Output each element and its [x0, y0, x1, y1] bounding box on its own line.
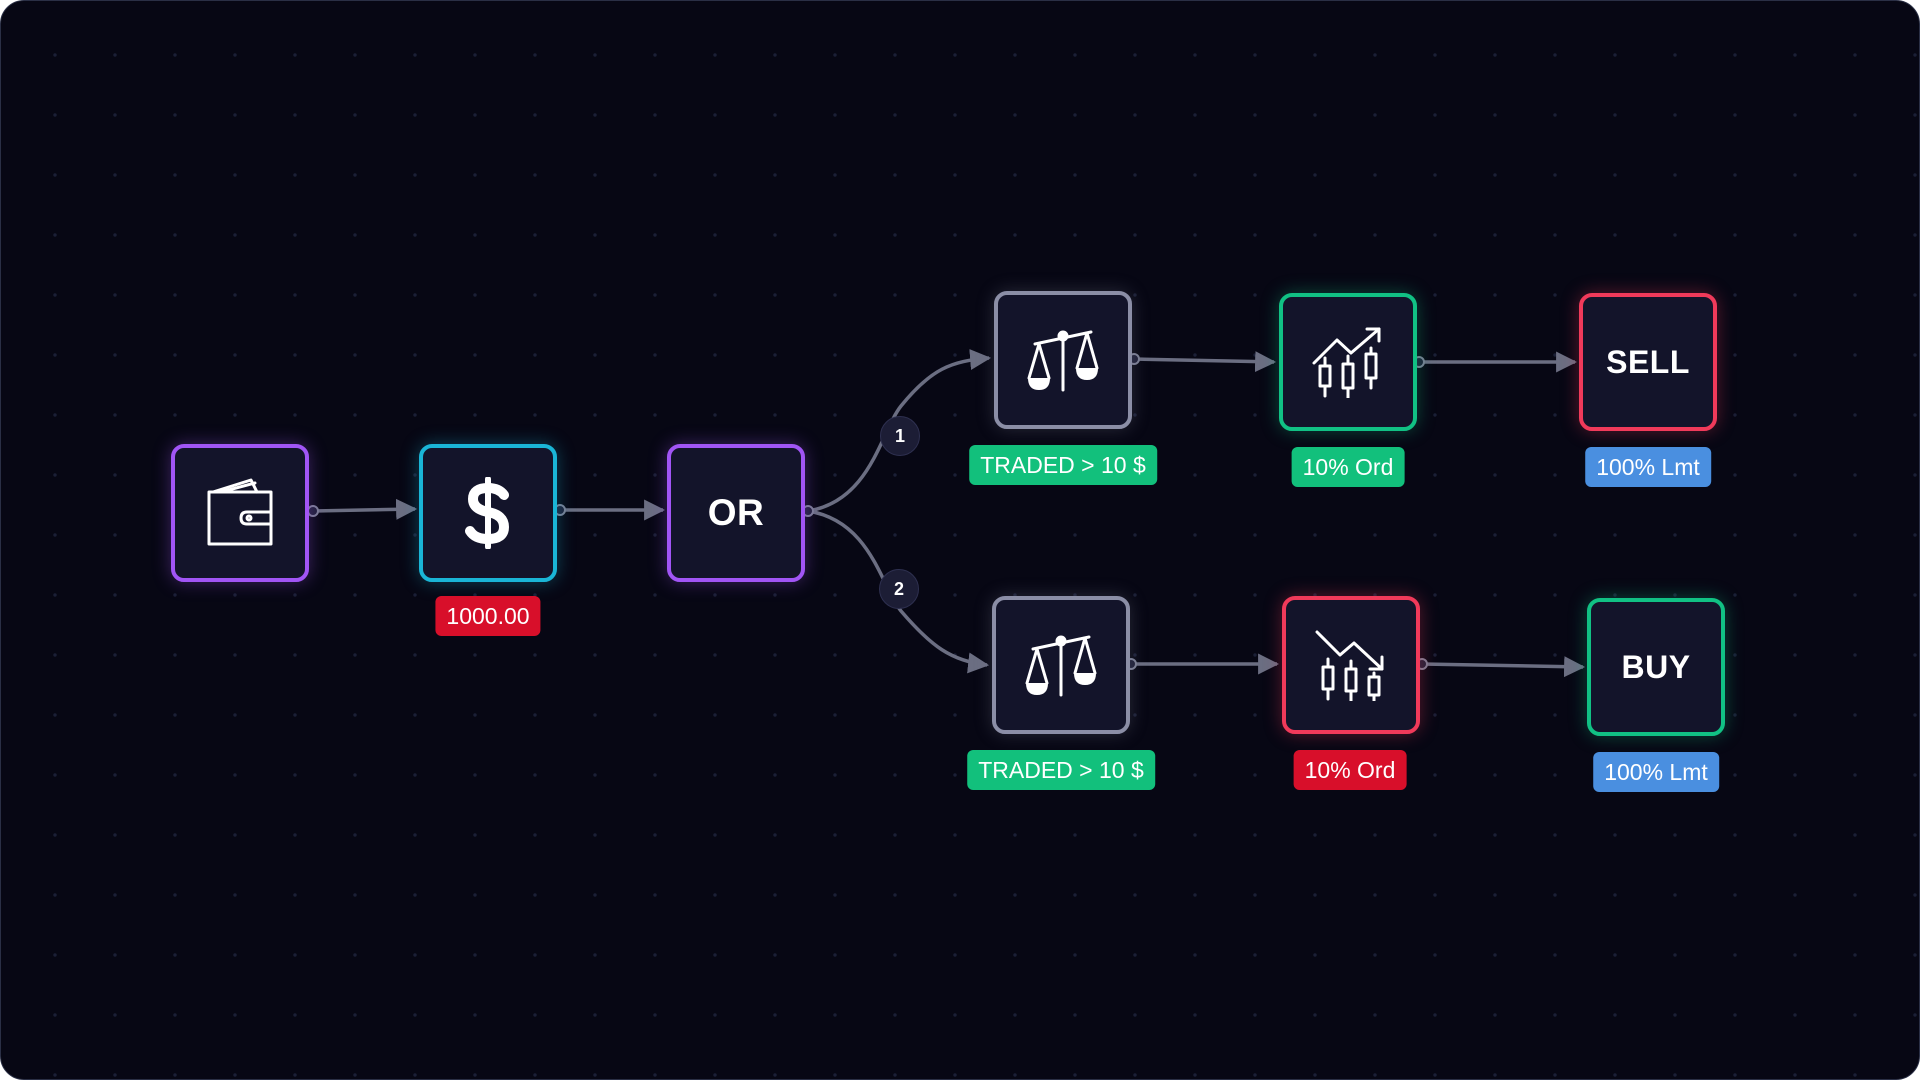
buy-badge: 100% Lmt: [1593, 752, 1719, 792]
branch-marker-2: 2: [879, 569, 919, 609]
dollar-node[interactable]: [419, 444, 557, 582]
scale-icon: [1025, 635, 1097, 697]
wallet-node[interactable]: [171, 444, 309, 582]
chart-up-icon: [1312, 327, 1381, 398]
edge-chart-down-buy: [1421, 656, 1586, 678]
sell-node[interactable]: SELL: [1579, 293, 1717, 431]
edge-condition-1-chart-up: [1133, 351, 1277, 373]
condition-node-1[interactable]: [994, 291, 1132, 429]
scale-icon: [1027, 330, 1099, 392]
market-down-badge: 10% Ord: [1293, 750, 1407, 790]
or-gate-node[interactable]: OR: [667, 444, 805, 582]
condition-node-2[interactable]: [992, 596, 1130, 734]
dollar-amount-badge: 1000.00: [435, 596, 541, 636]
market-down-node[interactable]: [1282, 596, 1420, 734]
chart-down-icon: [1315, 630, 1384, 701]
condition-2-badge: TRADED > 10 $: [967, 750, 1155, 790]
sell-label: SELL: [1606, 343, 1690, 380]
market-up-badge: 10% Ord: [1291, 447, 1405, 487]
edge-or-condition-2: [807, 509, 990, 674]
buy-node[interactable]: BUY: [1587, 598, 1725, 736]
edge-wallet-dollar: [312, 498, 418, 520]
dollar-icon: [465, 477, 510, 549]
wallet-icon: [207, 478, 273, 546]
or-gate-label: OR: [707, 492, 765, 533]
edge-or-condition-1: [807, 349, 992, 513]
sell-badge: 100% Lmt: [1585, 447, 1711, 487]
buy-label: BUY: [1621, 648, 1691, 685]
port-wallet-out[interactable]: [307, 505, 319, 517]
branch-marker-1: 1: [880, 416, 920, 456]
market-up-node[interactable]: [1279, 293, 1417, 431]
condition-1-badge: TRADED > 10 $: [969, 445, 1157, 485]
